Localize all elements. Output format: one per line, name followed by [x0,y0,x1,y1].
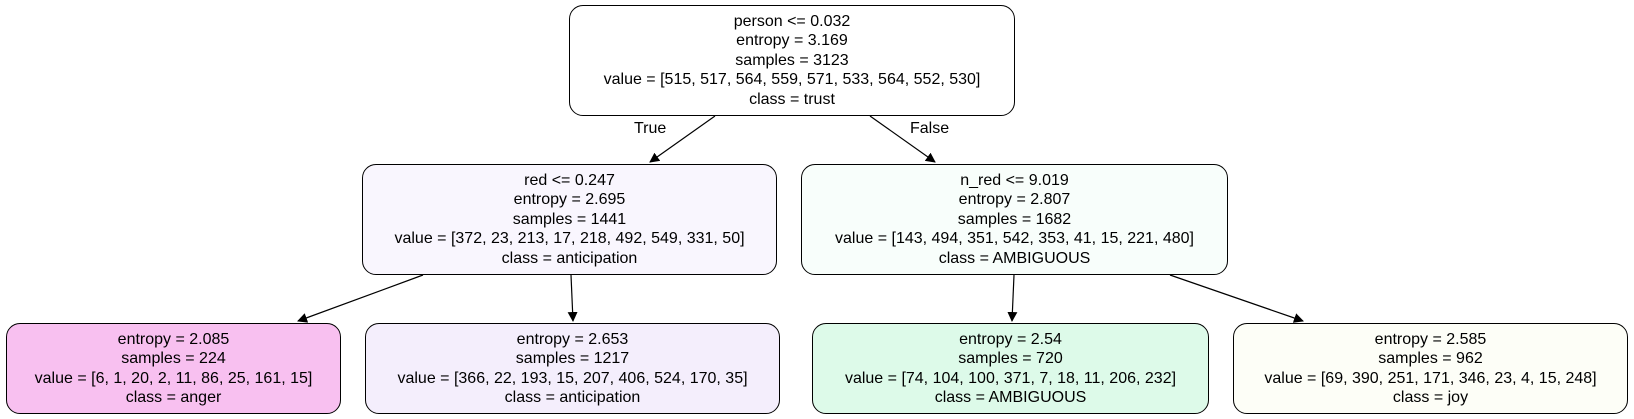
node-samples: samples = 3123 [735,51,849,69]
edge-root-right [869,115,936,163]
edge-left-ll [297,274,424,323]
node-entropy: entropy = 2.54 [959,330,1062,348]
node-value: value = [372, 23, 213, 17, 218, 492, 549… [394,230,745,248]
node-entropy: entropy = 2.653 [516,330,629,348]
tree-node-root: person <= 0.032 entropy = 3.169 samples … [569,5,1015,116]
node-entropy: entropy = 3.169 [736,32,848,50]
node-entropy: entropy = 2.085 [117,330,230,348]
node-samples: samples = 962 [1378,350,1483,367]
tree-leaf-anticipation: entropy = 2.653 samples = 1217 value = [… [365,323,780,414]
node-entropy: entropy = 2.695 [513,191,626,209]
node-entropy: entropy = 2.807 [958,191,1071,209]
node-class: class = AMBIGUOUS [934,389,1087,406]
tree-leaf-joy: entropy = 2.585 samples = 962 value = [6… [1233,323,1628,414]
node-class: class = anticipation [504,389,641,406]
edge-root-left [649,115,716,163]
tree-leaf-ambiguous: entropy = 2.54 samples = 720 value = [74… [812,323,1209,414]
edge-right-rl [1007,274,1018,322]
node-samples: samples = 1217 [515,350,630,367]
tree-node-right: n_red <= 9.019 entropy = 2.807 samples =… [801,164,1228,275]
node-samples: samples = 720 [958,350,1063,367]
node-entropy: entropy = 2.585 [1374,330,1487,348]
node-value: value = [515, 517, 564, 559, 571, 533, 5… [603,71,981,89]
node-samples: samples = 1682 [957,210,1072,228]
edge-label-false: False [910,120,950,137]
node-class: class = trust [749,90,835,108]
edge-right-rr [1169,274,1304,323]
node-class: class = anticipation [501,249,638,267]
node-value: value = [6, 1, 20, 2, 11, 86, 25, 161, 1… [34,369,313,387]
node-rule: red <= 0.247 [524,171,615,189]
node-value: value = [69, 390, 251, 171, 346, 23, 4, … [1264,369,1597,387]
node-value: value = [366, 22, 193, 15, 207, 406, 524… [397,369,748,387]
node-value: value = [74, 104, 100, 371, 7, 18, 11, 2… [844,369,1177,387]
edge-left-lr [567,274,578,322]
node-class: class = joy [1392,389,1469,406]
node-samples: samples = 1441 [512,210,627,228]
node-rule: person <= 0.032 [733,12,851,30]
node-class: class = anger [125,389,222,406]
node-class: class = AMBIGUOUS [938,249,1091,267]
node-samples: samples = 224 [121,350,226,367]
tree-node-left: red <= 0.247 entropy = 2.695 samples = 1… [362,164,777,275]
tree-leaf-anger: entropy = 2.085 samples = 224 value = [6… [6,323,341,414]
node-rule: n_red <= 9.019 [960,171,1069,189]
node-value: value = [143, 494, 351, 542, 353, 41, 15… [835,230,1194,248]
edge-label-true: True [634,120,667,137]
